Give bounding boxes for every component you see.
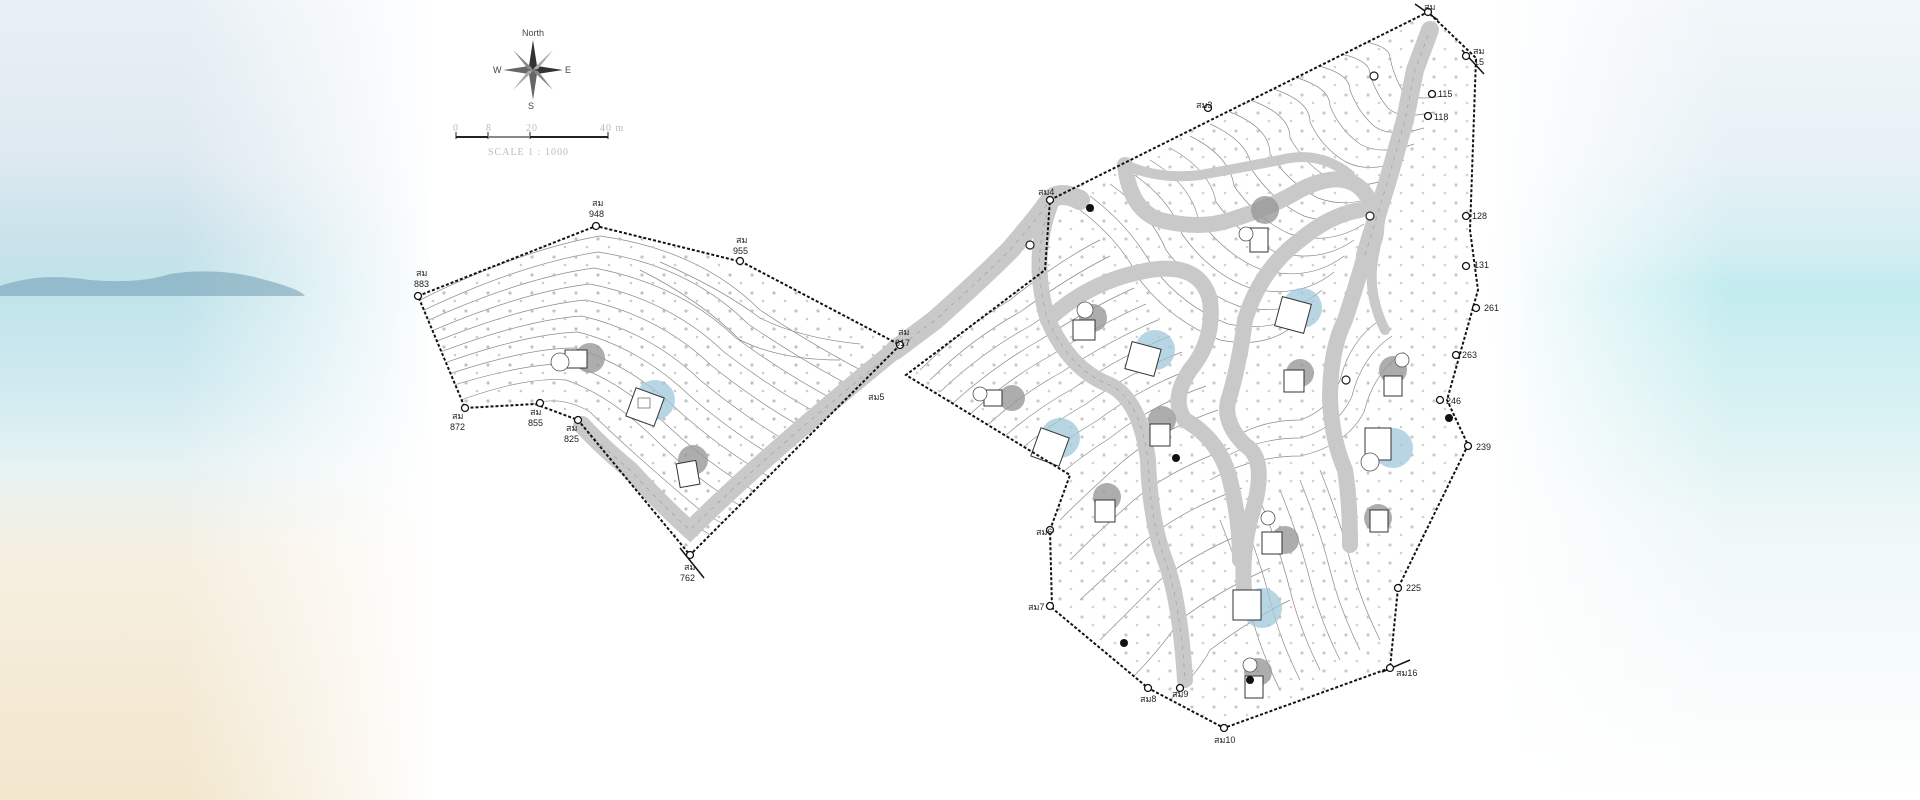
marker-number-955: 955 — [733, 246, 748, 256]
marker-label-948: สม — [592, 198, 603, 208]
marker-label-s16: สม16 — [1396, 668, 1417, 678]
marker-label-128: 128 — [1472, 211, 1487, 221]
marker-label-246: 246 — [1446, 396, 1461, 406]
villa-east-1[interactable] — [1072, 301, 1107, 341]
marker-label-s3: สม3 — [1196, 100, 1212, 110]
marker-label-263: 263 — [1462, 350, 1477, 360]
marker-number-762: 762 — [680, 573, 695, 583]
distant-island — [0, 271, 305, 296]
villa-east-9[interactable] — [1283, 359, 1314, 393]
villa-west-2[interactable] — [625, 380, 675, 427]
marker-number-948: 948 — [589, 209, 604, 219]
marker-label-883: สม — [416, 268, 427, 278]
marker-label-261: 261 — [1484, 303, 1499, 313]
compass-east-label: E — [565, 65, 571, 75]
villa-west-1[interactable] — [550, 343, 605, 373]
marker-label-s10: สม10 — [1214, 735, 1235, 745]
survey-pins — [413, 7, 1481, 733]
marker-label-s6: สม6 — [1036, 527, 1052, 537]
scale-bar: 0 8 20 40 m SCALE 1 : 1000 — [453, 123, 624, 158]
villa-east-12[interactable] — [1364, 504, 1392, 533]
marker-label-118: 118 — [1434, 112, 1448, 122]
marker-label-s7: สม7 — [1028, 602, 1044, 612]
marker-label-s9: สม9 — [1172, 689, 1188, 699]
marker-label-s4: สม4 — [1038, 187, 1054, 197]
villa-east-7[interactable] — [1238, 196, 1279, 253]
marker-label-762: สม — [684, 562, 695, 572]
marker-label-s5: สม5 — [868, 392, 884, 402]
road-centerlines-east — [894, 29, 1431, 681]
marker-label-15: สม — [1473, 46, 1484, 56]
road-west — [573, 341, 904, 543]
villa-east-3[interactable] — [972, 385, 1025, 411]
villa-east-13[interactable] — [1260, 510, 1299, 555]
marker-label-855: สม — [530, 407, 541, 417]
open-markers — [1025, 71, 1379, 385]
marker-label-225: 225 — [1406, 583, 1421, 593]
scale-tick-20: 20 — [526, 123, 538, 134]
marker-label-239: 239 — [1476, 442, 1491, 452]
marker-number-872: 872 — [450, 422, 465, 432]
scale-label: SCALE 1 : 1000 — [488, 147, 569, 158]
villa-east-11[interactable] — [1360, 427, 1413, 472]
marker-number-15: 15 — [1474, 57, 1484, 67]
villa-east-6[interactable] — [1148, 406, 1176, 447]
marker-label-s1: สม — [1424, 2, 1435, 12]
villa-west-3[interactable] — [675, 445, 708, 489]
villa-east-8[interactable] — [1274, 288, 1322, 334]
east-parcel[interactable] — [885, 12, 1478, 728]
marker-label-825: สม — [566, 423, 577, 433]
background-fade-right — [1490, 0, 1730, 800]
compass-north-label: North — [522, 28, 544, 38]
marker-label-955: สม — [736, 235, 747, 245]
marker-number-883: 883 — [414, 279, 429, 289]
marker-label-s8: สม8 — [1140, 694, 1156, 704]
villa-east-14[interactable] — [1232, 588, 1282, 628]
compass-rose: North W E S — [493, 28, 571, 111]
villa-east-2[interactable] — [1124, 330, 1175, 378]
marker-number-617: 617 — [895, 338, 910, 348]
marker-labels: สม 883 สม 948 สม 955 สม 872 สม 855 สม 82… — [414, 2, 1499, 745]
marker-label-115: 115 — [1438, 89, 1452, 99]
marker-label-131: 131 — [1474, 260, 1489, 270]
marker-label-872: สม — [452, 411, 463, 421]
scale-tick-0: 0 — [453, 123, 459, 134]
scale-tick-40: 40 m — [600, 123, 624, 134]
compass-star-icon — [503, 40, 563, 100]
villa-east-4[interactable] — [1030, 418, 1080, 467]
villa-east-5[interactable] — [1093, 483, 1121, 523]
marker-dots — [1086, 204, 1453, 684]
background-fade-left — [180, 0, 440, 800]
compass-south-label: S — [528, 101, 534, 111]
marker-number-825: 825 — [564, 434, 579, 444]
marker-number-855: 855 — [528, 418, 543, 428]
scale-tick-8: 8 — [486, 123, 492, 134]
villa-east-10[interactable] — [1379, 352, 1410, 397]
marker-label-617: สม — [898, 327, 909, 337]
west-parcel[interactable] — [418, 226, 904, 556]
compass-west-label: W — [493, 65, 502, 75]
